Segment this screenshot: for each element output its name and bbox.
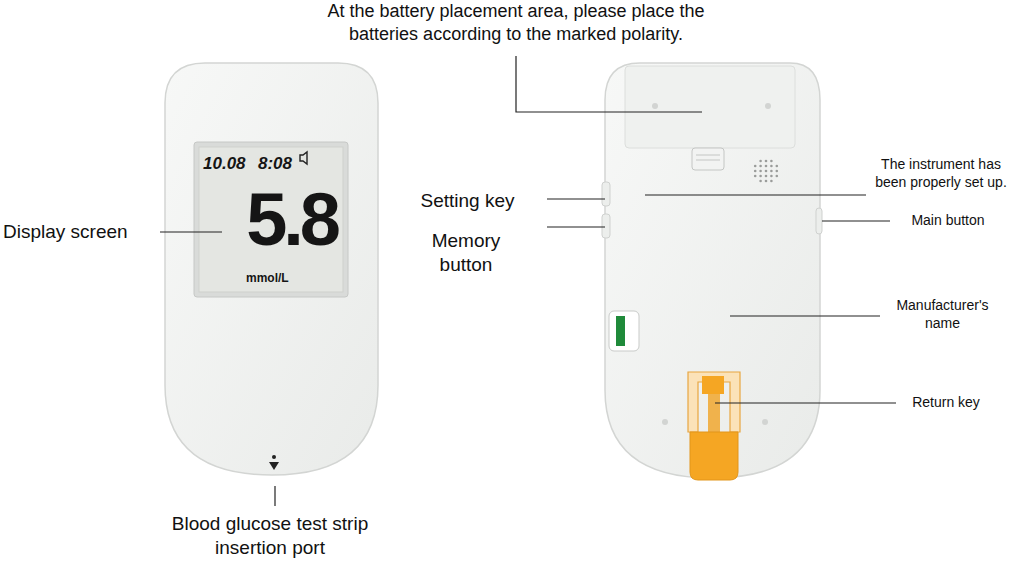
part-name: Main button bbox=[893, 212, 1003, 230]
cover-latch bbox=[692, 148, 724, 170]
screw-holes bbox=[652, 103, 771, 425]
meter-back bbox=[605, 63, 820, 478]
part-name: Blood glucose test strip insertion port bbox=[150, 512, 390, 560]
date-readout: 10.08 bbox=[203, 155, 246, 172]
battery-cover bbox=[625, 66, 795, 148]
strip-slot bbox=[609, 311, 639, 351]
lcd-display: 10.08 8:08 5.8 mmol/L bbox=[199, 147, 343, 292]
part-name: Memory button bbox=[418, 229, 514, 277]
part-name: Return key bbox=[896, 394, 996, 412]
eject-clip bbox=[688, 372, 740, 480]
strip-port-marker bbox=[269, 455, 279, 470]
glucose-value: 5.8 bbox=[246, 183, 337, 257]
meter-front bbox=[165, 63, 378, 475]
instruction-note: At the battery placement area, please pl… bbox=[296, 0, 736, 45]
side-buttons bbox=[602, 182, 822, 238]
leader-lines bbox=[160, 56, 896, 506]
part-name: Setting key bbox=[405, 189, 530, 213]
time-readout: 8:08 bbox=[258, 155, 292, 172]
part-name: Manufacturer's name bbox=[880, 297, 1005, 332]
screen-bezel bbox=[194, 142, 348, 297]
speaker-icon bbox=[300, 152, 307, 164]
lcd-panel bbox=[199, 147, 343, 292]
unit-label: mmol/L bbox=[246, 272, 289, 284]
status-note: The instrument has been properly set up. bbox=[866, 156, 1016, 191]
part-name: Display screen bbox=[3, 220, 153, 244]
speaker-grille bbox=[754, 160, 778, 183]
